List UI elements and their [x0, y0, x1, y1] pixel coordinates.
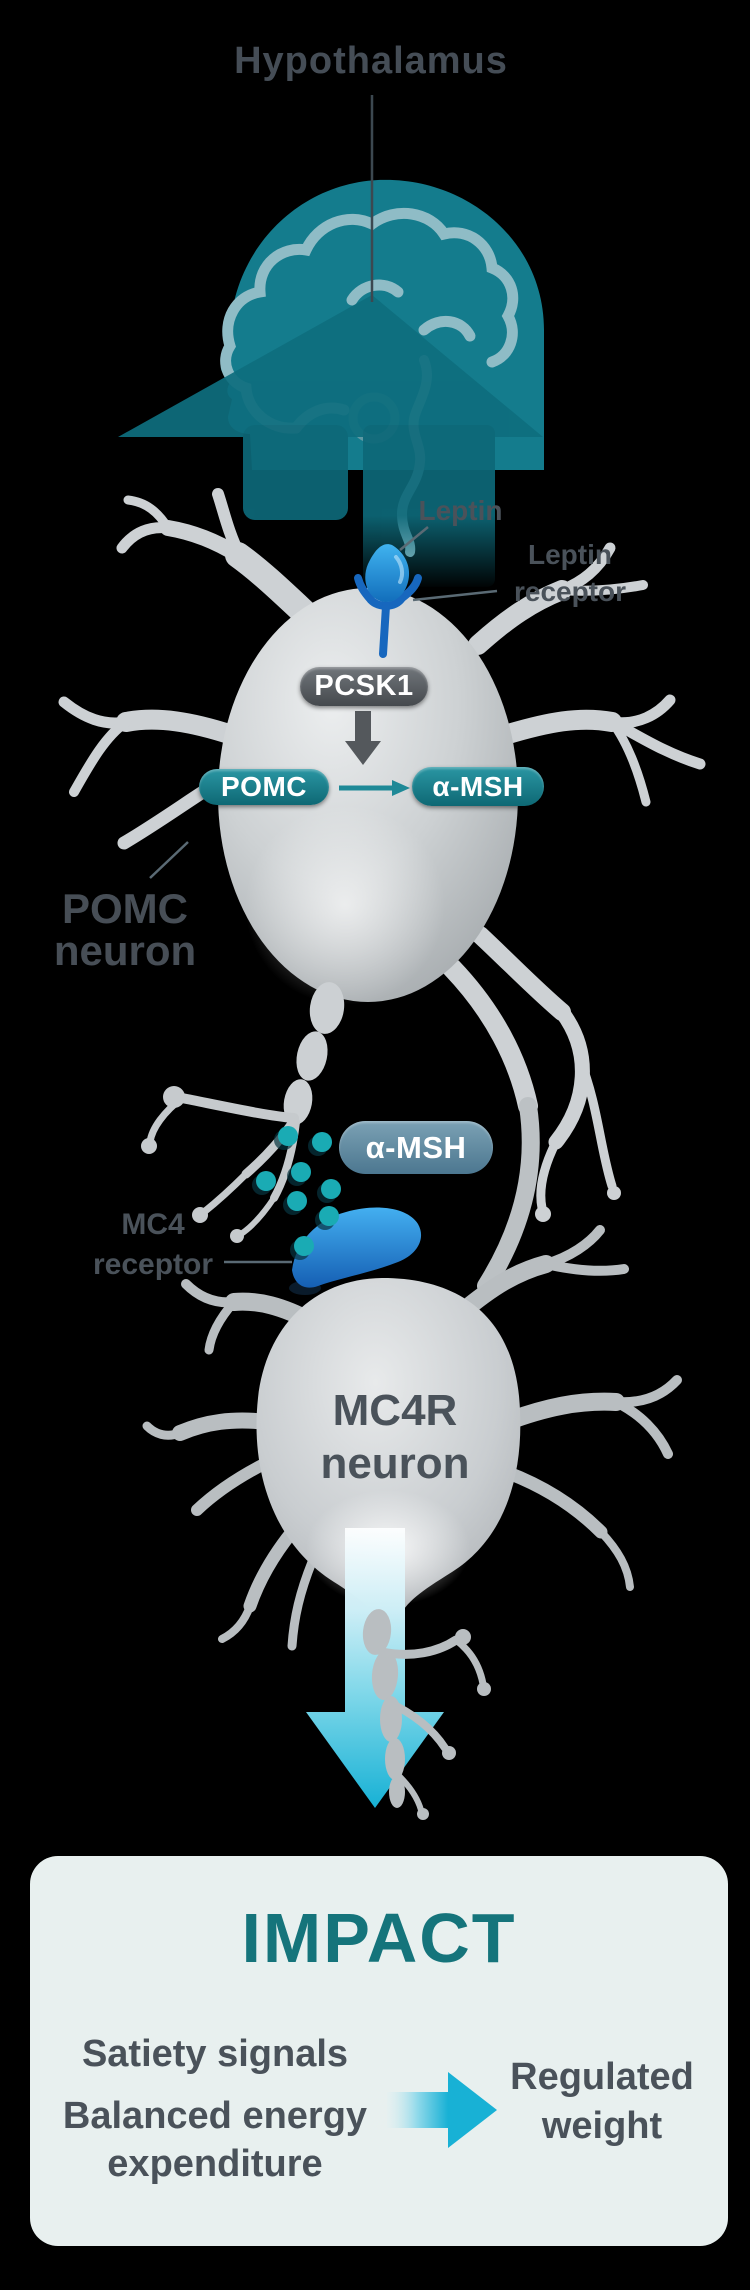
- pomc-neuron-pointer-line: [149, 841, 189, 879]
- impact-outcomes: Satiety signals Balanced energy expendit…: [45, 2030, 385, 2188]
- impact-right-arrow-icon: [387, 2072, 497, 2148]
- pomc-neuron-label-line2: neuron: [53, 927, 197, 974]
- mc4r-neuron-label: MC4R neuron: [310, 1384, 480, 1490]
- amsh-synapse-pill: α-MSH: [339, 1121, 493, 1174]
- leptin-receptor-label: Leptin receptor: [480, 536, 660, 610]
- leptin-label: Leptin: [418, 495, 503, 526]
- pomc-pill: POMC: [199, 769, 329, 805]
- leptin-receptor-label-line2: receptor: [513, 576, 627, 607]
- pomc-to-amsh-arrow-icon: [339, 780, 410, 796]
- hypothalamus-label: Hypothalamus: [234, 40, 508, 82]
- mc4-receptor-label-line2: receptor: [92, 1248, 214, 1281]
- mc4r-neuron-label-line2: neuron: [320, 1439, 470, 1488]
- leptin-pointer-line: [399, 526, 429, 551]
- up-arrow: [118, 295, 543, 587]
- leptin-receptor-pointer-line: [412, 589, 498, 602]
- mc4-receptor-label-line1: MC4: [121, 1208, 185, 1241]
- mc4r-neuron-label-line1: MC4R: [332, 1386, 458, 1435]
- amsh-pill: α-MSH: [412, 767, 544, 806]
- impact-result: Regulated weight: [510, 2056, 694, 2147]
- outcome-energy: Balanced energy expenditure: [62, 2095, 368, 2185]
- impact-title: IMPACT: [241, 1899, 517, 1977]
- pomc-axon: [141, 982, 345, 1243]
- pomc-neuron-graphic: [58, 488, 706, 1243]
- pcsk1-pill: PCSK1: [300, 667, 428, 706]
- impact-box: [30, 1856, 728, 2246]
- pcsk1-down-arrow-icon: [345, 711, 381, 765]
- outcome-satiety: Satiety signals: [81, 2033, 349, 2075]
- mc4r-neuron-graphic: [142, 1097, 682, 1651]
- leptin-receptor-label-line1: Leptin: [528, 539, 612, 570]
- pomc-neuron-label-line1: POMC: [62, 885, 188, 932]
- pomc-neuron-label: POMC neuron: [40, 888, 210, 972]
- leptin-receptor-icon: [354, 574, 422, 658]
- mc4-receptor-label: MC4 receptor: [68, 1205, 238, 1285]
- leptin-molecule-icon: [365, 544, 410, 602]
- amsh-dots: [252, 1126, 341, 1260]
- mc4r-axon: [362, 1609, 491, 1820]
